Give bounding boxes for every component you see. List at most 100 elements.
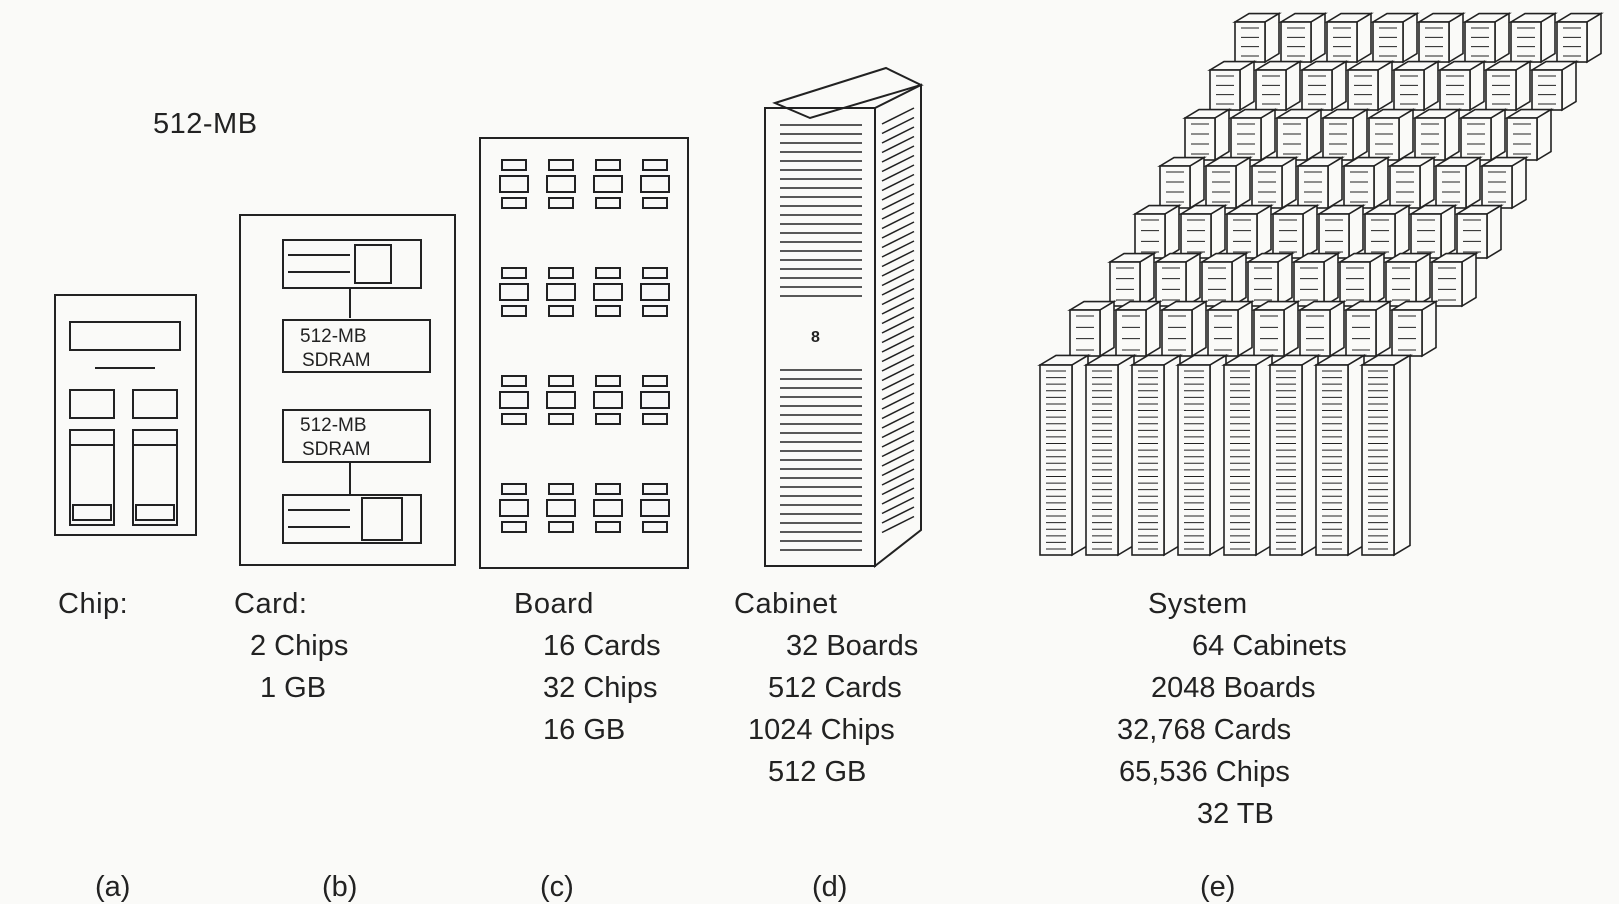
system-cabinet [1270, 204, 1320, 260]
system-cabinet [1297, 300, 1347, 358]
system-cabinet [1228, 108, 1278, 162]
board-card-module [593, 159, 623, 209]
system-cabinet [1504, 108, 1554, 162]
system-cabinet [1249, 156, 1299, 210]
system-cabinet [1408, 204, 1458, 260]
system-cabinet [1479, 156, 1529, 210]
cabinet-stat: 512 Cards [768, 672, 902, 704]
system-cabinet [1274, 108, 1324, 162]
system-cabinet [1295, 156, 1345, 210]
chip-title: Chip: [58, 588, 129, 620]
card-drawing [239, 214, 456, 566]
cabinet-stat: 1024 Chips [748, 714, 895, 746]
system-letter: (e) [1200, 871, 1236, 903]
system-cabinet [1299, 60, 1349, 112]
system-cabinet [1267, 353, 1321, 557]
card-chip-1-label-line1: 512-MB [300, 326, 367, 347]
system-cabinet [1416, 12, 1466, 64]
cabinet-stats: 32 Boards 512 Cards 1024 Chips 512 GB [748, 625, 918, 793]
board-card-module [499, 375, 529, 425]
board-card-module [499, 483, 529, 533]
system-cabinet [1362, 204, 1412, 260]
system-cabinet [1343, 300, 1393, 358]
board-card-module [499, 267, 529, 317]
board-card-module [499, 159, 529, 209]
cabinet-letter: (d) [812, 871, 848, 903]
system-cabinet [1153, 252, 1203, 308]
system-stat: 32 TB [1197, 798, 1274, 830]
system-drawing [1037, 12, 1604, 557]
system-cabinet [1412, 108, 1462, 162]
board-card-module [546, 267, 576, 317]
cabinet-mark: 8 [811, 329, 820, 346]
system-cabinet [1437, 60, 1487, 112]
cabinet-drawing [764, 66, 924, 569]
system-cabinet [1203, 156, 1253, 210]
chip-letter: (a) [95, 871, 131, 903]
system-cabinet [1224, 204, 1274, 260]
system-cabinet [1037, 353, 1091, 557]
system-cabinet [1113, 300, 1163, 358]
board-card-module [640, 267, 670, 317]
system-cabinet [1178, 204, 1228, 260]
board-card-module [546, 483, 576, 533]
system-cabinet [1345, 60, 1395, 112]
system-cabinet [1458, 108, 1508, 162]
card-chip-2-label-line2: SDRAM [302, 439, 371, 460]
system-title: System [1148, 588, 1248, 620]
system-cabinet [1389, 300, 1439, 358]
card-chip-2-label-line1: 512-MB [300, 415, 367, 436]
board-card-module [640, 375, 670, 425]
system-cabinet [1129, 353, 1183, 557]
system-cabinet [1320, 108, 1370, 162]
cabinet-stat: 32 Boards [786, 630, 919, 662]
system-cabinet [1529, 60, 1579, 112]
system-cabinet [1391, 60, 1441, 112]
system-cabinet [1462, 12, 1512, 64]
system-cabinet [1387, 156, 1437, 210]
board-card-module [546, 375, 576, 425]
board-card-module [640, 159, 670, 209]
system-cabinet [1483, 60, 1533, 112]
system-cabinet [1253, 60, 1303, 112]
system-cabinet [1341, 156, 1391, 210]
system-cabinet [1083, 353, 1137, 557]
board-card-module [546, 159, 576, 209]
system-cabinet [1205, 300, 1255, 358]
board-card-module [593, 375, 623, 425]
board-card-module [593, 267, 623, 317]
system-cabinet [1313, 353, 1367, 557]
cabinet-stat: 512 GB [768, 756, 867, 788]
system-cabinet [1433, 156, 1483, 210]
board-letter: (c) [540, 871, 574, 903]
system-cabinet [1221, 353, 1275, 557]
system-stat: 32,768 Cards [1117, 714, 1292, 746]
system-cabinet [1337, 252, 1387, 308]
system-cabinet [1132, 204, 1182, 260]
card-stat: 1 GB [260, 672, 327, 704]
system-cabinet [1366, 108, 1416, 162]
board-card-module [593, 483, 623, 533]
board-stat: 16 Cards [543, 630, 661, 662]
system-cabinet [1359, 353, 1413, 557]
card-letter: (b) [322, 871, 358, 903]
system-cabinet [1278, 12, 1328, 64]
board-card-module [640, 483, 670, 533]
system-cabinet [1316, 204, 1366, 260]
system-cabinet [1251, 300, 1301, 358]
system-cabinet [1554, 12, 1604, 64]
board-stats: 16 Cards 32 Chips 16 GB [543, 625, 661, 751]
system-cabinet [1454, 204, 1504, 260]
system-cabinet [1370, 12, 1420, 64]
card-stats: 2 Chips 1 GB [250, 625, 348, 709]
system-cabinet [1207, 60, 1257, 112]
chip-drawing [54, 294, 197, 536]
system-cabinet [1107, 252, 1157, 308]
card-title: Card: [234, 588, 308, 620]
board-stat: 16 GB [543, 714, 626, 746]
board-stat: 32 Chips [543, 672, 658, 704]
board-drawing [479, 137, 689, 569]
system-cabinet [1199, 252, 1249, 308]
system-stat: 2048 Boards [1151, 672, 1316, 704]
